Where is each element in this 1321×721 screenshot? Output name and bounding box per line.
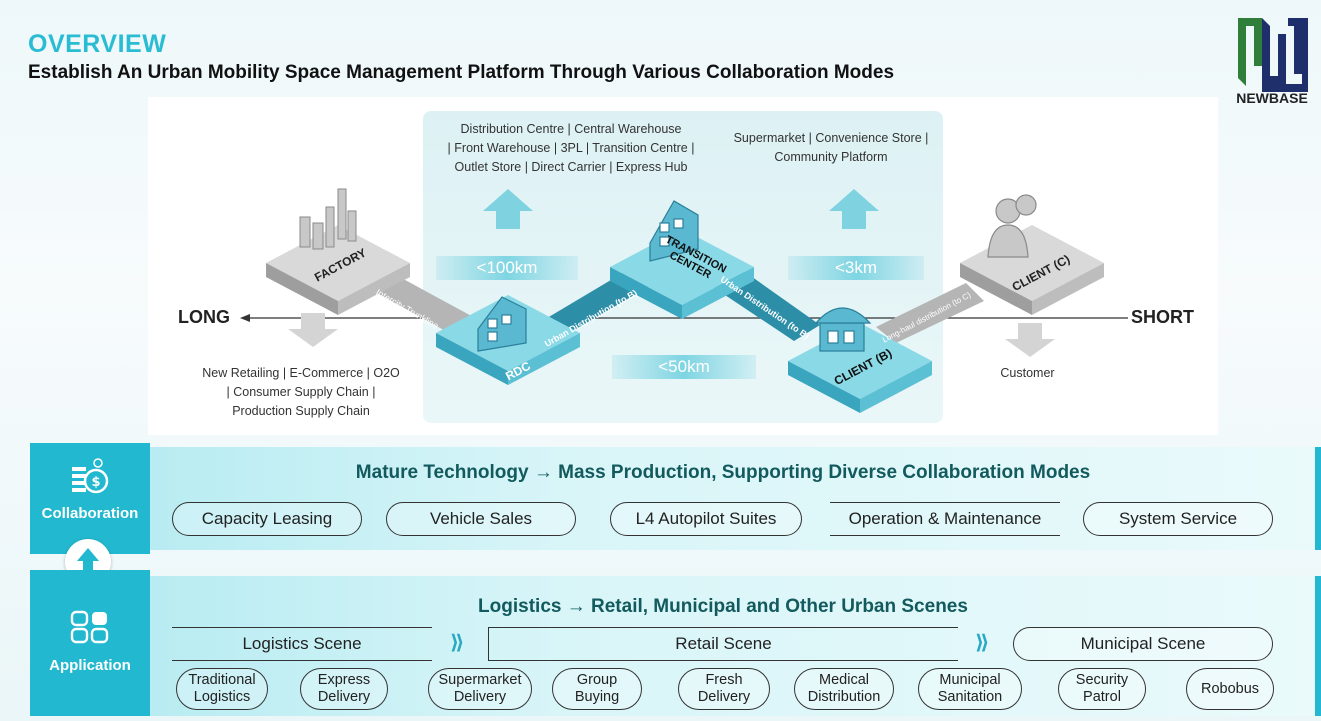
collaboration-accent-bar	[1315, 447, 1321, 550]
client-c-block	[960, 194, 1104, 315]
app-item-supermarket-delivery: Supermarket Delivery	[428, 668, 532, 710]
scene-retail: Retail Scene	[488, 627, 958, 661]
app-item-fresh-delivery: Fresh Delivery	[678, 668, 770, 710]
app-item-municipal-sanitation: Municipal Sanitation	[918, 668, 1022, 710]
app-item-express-delivery: Express Delivery	[300, 668, 388, 710]
up-arrow-icon	[483, 189, 879, 229]
money-icon: $	[72, 458, 109, 494]
warehouse-icon	[649, 200, 699, 262]
app-item-group-buying: Group Buying	[552, 668, 642, 710]
distance-3km: <3km	[788, 256, 924, 280]
collab-item-vehicle-sales: Vehicle Sales	[386, 502, 576, 536]
chevron-right-icon: ⟫	[975, 632, 990, 654]
collaboration-label: Collaboration	[41, 505, 139, 522]
application-accent-bar	[1315, 576, 1321, 716]
person-icon	[987, 194, 1037, 258]
transition-block	[610, 200, 754, 319]
up-arrow-icon	[77, 548, 99, 574]
page-subtitle: Establish An Urban Mobility Space Manage…	[28, 62, 895, 83]
logo-text: NEWBASE	[1236, 90, 1308, 106]
diagram-graphics	[240, 188, 1128, 413]
rdc-block	[436, 295, 580, 385]
lastmile-road	[876, 283, 984, 343]
scene-municipal: Municipal Scene	[1013, 627, 1273, 661]
warehouse-icon	[477, 296, 527, 352]
distance-50km: <50km	[612, 355, 756, 379]
distance-100km: <100km	[436, 256, 578, 280]
collaboration-box: $ Collaboration	[30, 443, 150, 554]
app-grid-icon	[70, 610, 109, 644]
overview-title: OVERVIEW	[28, 30, 167, 58]
app-item-security-patrol: Security Patrol	[1058, 668, 1146, 710]
application-headline: Logistics → Retail, Municipal and Other …	[478, 596, 968, 617]
application-box: Application	[30, 570, 150, 716]
app-item-medical-distribution: Medical Distribution	[794, 668, 894, 710]
retail-types-text: New Retailing | E-Commerce | O2O | Consu…	[202, 366, 400, 418]
svg-text:$: $	[91, 475, 100, 490]
axis-arrow-left	[240, 314, 250, 322]
chevron-right-icon: ⟫	[450, 632, 465, 654]
application-band	[150, 576, 1316, 716]
customer-text: Customer	[1000, 366, 1055, 380]
axis-short-label: SHORT	[1131, 307, 1194, 327]
axis-long-label: LONG	[178, 307, 230, 327]
scene-logistics: Logistics Scene	[172, 627, 432, 661]
down-arrow-icon	[288, 313, 1055, 357]
client-b-block	[788, 307, 932, 413]
collab-item-system-service: System Service	[1083, 502, 1273, 536]
collab-item-capacity-leasing: Capacity Leasing	[172, 502, 362, 536]
newbase-logo	[1238, 18, 1308, 92]
collab-item-operation-maintenance: Operation & Maintenance	[830, 502, 1060, 536]
store-icon	[814, 307, 872, 352]
warehouse-types-text: Distribution Centre | Central Warehouse …	[447, 122, 695, 174]
application-label: Application	[49, 657, 131, 674]
factory-block	[266, 188, 410, 315]
app-item-traditional-logistics: Traditional Logistics	[176, 668, 268, 710]
collaboration-headline: Mature Technology → Mass Production, Sup…	[355, 462, 1091, 483]
store-types-text: Supermarket | Convenience Store | Commun…	[733, 131, 929, 164]
app-item-robobus: Robobus	[1186, 668, 1274, 710]
collab-item-l4-autopilot: L4 Autopilot Suites	[610, 502, 802, 536]
factory-icon	[299, 188, 357, 250]
